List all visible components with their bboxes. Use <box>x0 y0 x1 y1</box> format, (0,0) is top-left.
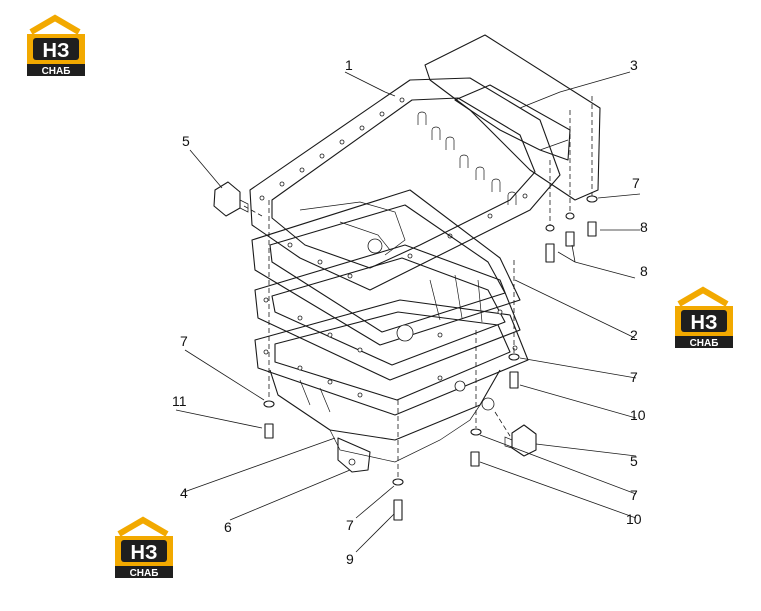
callout-8-upper: 8 <box>640 219 648 235</box>
part-2-oil-pan-body <box>251 189 529 463</box>
callout-7-top: 7 <box>632 175 640 191</box>
callout-3: 3 <box>630 57 638 73</box>
callout-7-bottom: 7 <box>346 517 354 533</box>
callout-9: 9 <box>346 551 354 567</box>
part-3-gasket-strip <box>424 34 601 201</box>
logo-mark: НЗ <box>43 40 70 62</box>
callout-1: 1 <box>345 57 353 73</box>
brand-logo-right: НЗ СНАБ <box>675 286 733 349</box>
part-6-bracket <box>337 437 371 473</box>
callout-10-upper: 10 <box>630 407 646 423</box>
part-1-upper-cover <box>249 77 561 291</box>
leader-lines <box>175 71 641 553</box>
logo-word: СНАБ <box>130 568 159 579</box>
assembly-lines <box>243 96 593 478</box>
callout-5-lower: 5 <box>630 453 638 469</box>
callout-4: 4 <box>180 485 188 501</box>
logo-mark: НЗ <box>691 312 718 334</box>
logo-word: СНАБ <box>42 66 71 77</box>
callout-7-left: 7 <box>180 333 188 349</box>
callout-11: 11 <box>172 393 187 409</box>
logo-word: СНАБ <box>690 338 719 349</box>
callout-numbers: 1 3 5 7 8 8 2 7 7 11 10 5 4 7 6 10 7 9 <box>172 57 648 567</box>
callout-8-lower: 8 <box>640 263 648 279</box>
part-5-drain-plug-upper <box>213 181 249 217</box>
brand-logo-top-left: НЗ СНАБ <box>27 14 85 77</box>
callout-10-lower: 10 <box>626 511 642 527</box>
part-5-drain-plug-lower <box>504 424 537 457</box>
callout-7-right: 7 <box>630 369 638 385</box>
callout-2: 2 <box>630 327 638 343</box>
fasteners <box>263 195 598 521</box>
callout-6: 6 <box>224 519 232 535</box>
callout-7-lower-right: 7 <box>630 487 638 503</box>
brand-logo-bottom-left: НЗ СНАБ <box>115 516 173 579</box>
logo-mark: НЗ <box>131 542 158 564</box>
callout-5-upper: 5 <box>182 133 190 149</box>
